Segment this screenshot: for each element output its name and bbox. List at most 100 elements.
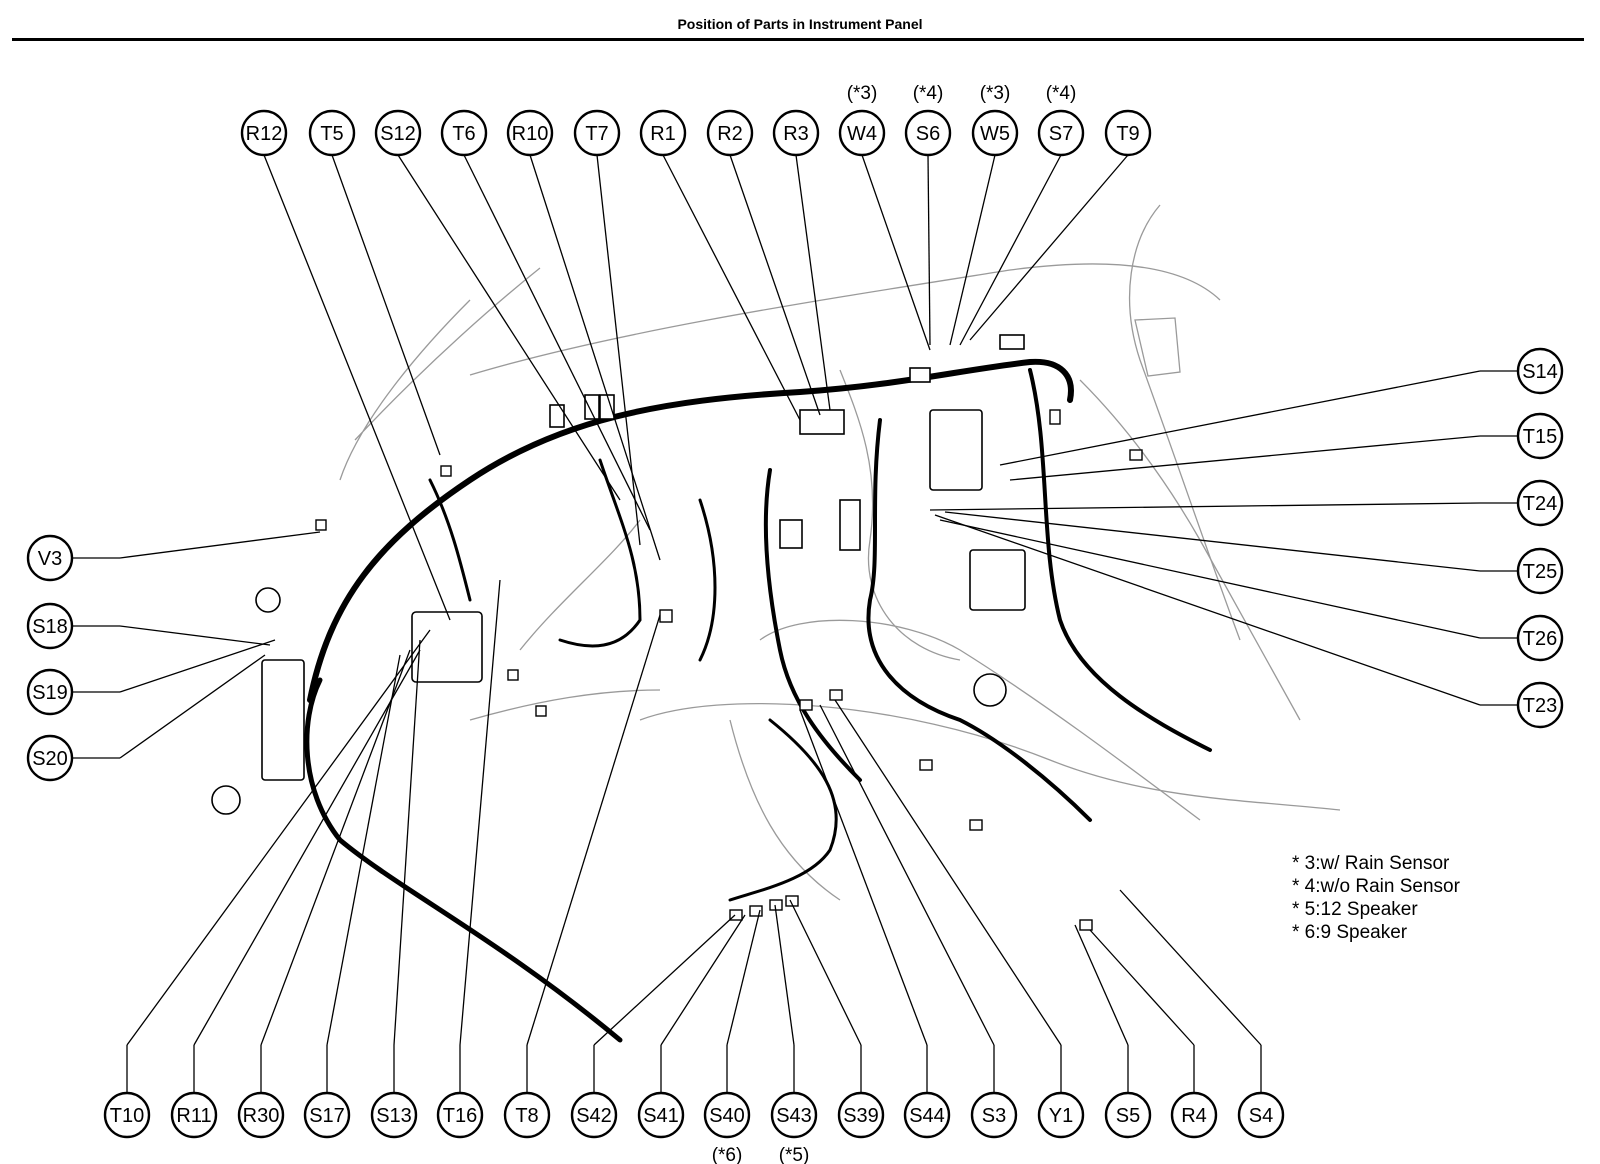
callout-s7: S7(*4) bbox=[1037, 83, 1085, 157]
callout-circle bbox=[1037, 1091, 1085, 1139]
harness-branch-c bbox=[428, 478, 472, 602]
callout-s5: S5 bbox=[1104, 1091, 1152, 1139]
callout-label: V3 bbox=[38, 548, 62, 570]
title-rule bbox=[12, 38, 1584, 41]
callout-circle bbox=[1516, 681, 1564, 729]
leader-line bbox=[529, 154, 661, 561]
callout-t5: T5 bbox=[308, 109, 356, 157]
callout-circle bbox=[570, 1091, 618, 1139]
callout-circle bbox=[1516, 614, 1564, 662]
callout-label: T15 bbox=[1523, 426, 1557, 448]
callout-circle bbox=[440, 109, 488, 157]
callout-r12: R12 bbox=[240, 109, 288, 157]
leader-line bbox=[959, 154, 1062, 346]
leader-line bbox=[660, 914, 746, 1046]
callout-t25: T25 bbox=[1516, 547, 1564, 595]
leader-line bbox=[949, 154, 996, 346]
center-relay-block bbox=[929, 409, 983, 491]
callout-label: S14 bbox=[1522, 361, 1558, 383]
main-harness bbox=[304, 358, 1212, 1043]
callout-circle bbox=[170, 1091, 218, 1139]
callout-r10: R10 bbox=[506, 109, 554, 157]
leader-line bbox=[459, 579, 501, 1046]
dash-top-outline bbox=[469, 263, 1221, 376]
callout-circle bbox=[308, 109, 356, 157]
leader-line bbox=[397, 154, 621, 501]
callout-w5: W5(*3) bbox=[971, 83, 1019, 157]
callout-s6: S6(*4) bbox=[904, 83, 952, 157]
callout-t7: T7 bbox=[573, 109, 621, 157]
callout-circle bbox=[1516, 412, 1564, 460]
callout-label: S41 bbox=[643, 1105, 679, 1127]
heater-connector bbox=[779, 519, 803, 549]
callout-label: S12 bbox=[380, 123, 416, 145]
callout-s13: S13 bbox=[370, 1091, 418, 1139]
upper-relay-c bbox=[599, 394, 615, 420]
junction-block bbox=[411, 611, 483, 683]
leader-line bbox=[1089, 929, 1195, 1046]
callout-note: (*4) bbox=[913, 83, 944, 104]
harness-center-drop bbox=[763, 468, 862, 782]
callout-label: S39 bbox=[843, 1105, 879, 1127]
callout-t8: T8 bbox=[503, 1091, 551, 1139]
callout-circle bbox=[971, 109, 1019, 157]
callout-r3: R3 bbox=[772, 109, 820, 157]
callout-label: S13 bbox=[376, 1105, 412, 1127]
callout-circle bbox=[904, 109, 952, 157]
callout-s20: S20 bbox=[26, 734, 74, 782]
callout-circle bbox=[837, 1091, 885, 1139]
callout-t9: T9 bbox=[1104, 109, 1152, 157]
callout-s14: S14 bbox=[1516, 347, 1564, 395]
callout-label: T9 bbox=[1116, 123, 1139, 145]
callout-s41: S41 bbox=[637, 1091, 685, 1139]
callout-note: (*5) bbox=[779, 1145, 810, 1164]
callout-s18: S18 bbox=[26, 602, 74, 650]
leader-line bbox=[944, 511, 1481, 572]
top-connector-b bbox=[909, 367, 931, 383]
callout-label: R2 bbox=[717, 123, 743, 145]
callout-circle bbox=[1516, 547, 1564, 595]
leader-line bbox=[593, 914, 736, 1046]
leader-line bbox=[260, 649, 411, 1046]
leader-line bbox=[126, 629, 431, 1046]
harness-trunk bbox=[307, 358, 1074, 703]
leader-line bbox=[726, 909, 761, 1046]
left-speaker bbox=[211, 785, 241, 815]
callout-label: S19 bbox=[32, 682, 68, 704]
footnotes: * 3:w/ Rain Sensor * 4:w/o Rain Sensor *… bbox=[1292, 852, 1460, 944]
leader-line bbox=[834, 699, 1062, 1046]
callout-label: S5 bbox=[1116, 1105, 1140, 1127]
left-vent bbox=[255, 587, 281, 613]
callout-s40: S40(*6) bbox=[703, 1091, 751, 1164]
callout-circle bbox=[703, 1091, 751, 1139]
callout-circle bbox=[26, 734, 74, 782]
callout-circle bbox=[237, 1091, 285, 1139]
callout-r30: R30 bbox=[237, 1091, 285, 1139]
leader-line bbox=[934, 514, 1481, 706]
tick bbox=[440, 465, 452, 477]
callout-label: T25 bbox=[1523, 561, 1557, 583]
callout-r2: R2 bbox=[706, 109, 754, 157]
leader-line bbox=[795, 154, 831, 411]
callout-label: T10 bbox=[110, 1105, 144, 1127]
pedal-area-outline bbox=[839, 369, 961, 661]
callout-s44: S44 bbox=[903, 1091, 951, 1139]
callout-circle bbox=[26, 534, 74, 582]
callout-circle bbox=[103, 1091, 151, 1139]
callout-circle bbox=[26, 668, 74, 716]
callout-r4: R4 bbox=[1170, 1091, 1218, 1139]
leader-lines bbox=[72, 154, 1518, 1093]
callout-label: R30 bbox=[243, 1105, 280, 1127]
callout-s12: S12 bbox=[374, 109, 422, 157]
callout-circle bbox=[1516, 347, 1564, 395]
footnote: * 4:w/o Rain Sensor bbox=[1292, 876, 1460, 897]
callout-t24: T24 bbox=[1516, 479, 1564, 527]
callout-label: R1 bbox=[650, 123, 676, 145]
tick bbox=[729, 909, 743, 921]
leader-line bbox=[1074, 924, 1129, 1046]
callout-label: S43 bbox=[776, 1105, 812, 1127]
footnote: * 5:12 Speaker bbox=[1292, 899, 1418, 920]
